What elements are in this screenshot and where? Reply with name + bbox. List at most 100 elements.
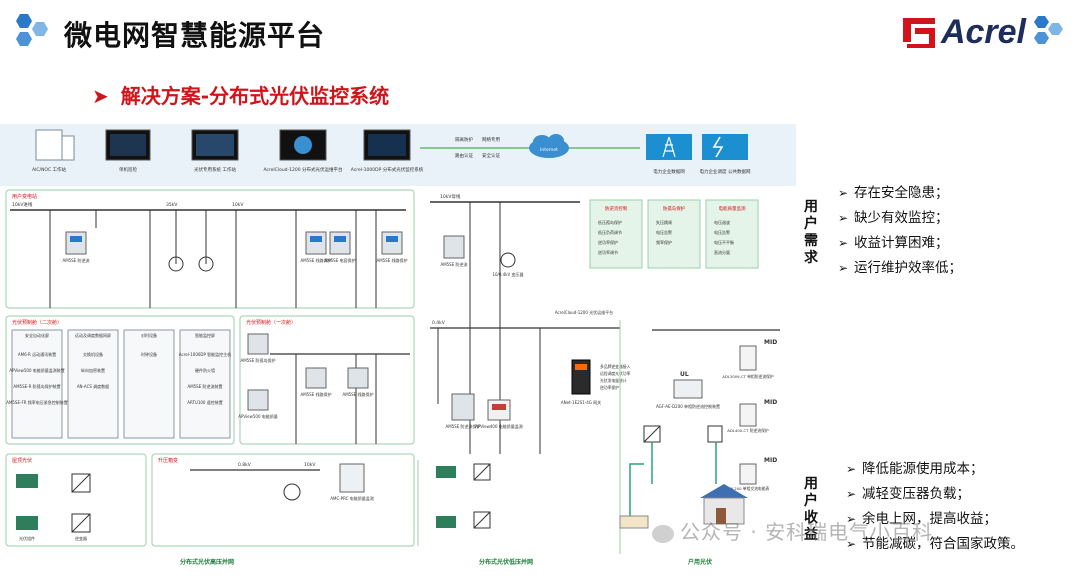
cabinet: 对时设备 时钟设备: [123, 329, 175, 439]
relay-device: AM5SE 线路保护: [300, 367, 332, 397]
relay-device: AM5SE 防逆流: [62, 231, 90, 263]
mid-meter: MID ADL3009-CT 单相防逆流保护: [722, 339, 777, 379]
switch-label: AGF-AE-D200 单相防逆流控制装置: [656, 403, 720, 409]
battery-icon: [619, 515, 649, 529]
cabinet-title: 远动及调度数据网屏: [75, 332, 111, 338]
house-icon: [700, 484, 748, 525]
function-item: 低压孤岛保护: [598, 219, 622, 225]
grid-lightning-icon: 电力企业调度 公共数据网: [700, 134, 751, 175]
meter-device: APView400 电能质量监测: [475, 399, 523, 429]
benefit-item: ➢余电上网，提高收益；: [846, 507, 1024, 532]
demand-char: 需: [804, 233, 818, 249]
solar-panel-icon: [436, 516, 456, 528]
cabinet-item: 纵向加密装置: [81, 367, 105, 373]
cabinet-title: 对时设备: [141, 332, 157, 338]
bullet-arrow-icon: ➢: [838, 211, 849, 225]
top-item-label: Acrel-1000DP 分布式光伏监控系统: [351, 166, 424, 173]
demand-item: ➢收益计算困难；: [838, 231, 962, 256]
relay-device: AM5SE 防逆流: [440, 235, 468, 267]
top-item-label: 光伏专用系统 工作站: [194, 166, 236, 173]
gateway-func: 光伏发电量统计: [600, 378, 627, 383]
pv-bay-secondary-label: 光伏预制舱（二次舱）: [12, 319, 62, 326]
function-item: 电压告警: [714, 229, 730, 235]
screen-pv: 光伏专用系统 工作站: [191, 129, 239, 173]
gateway-label: ANet-1E2S1-4G 网关: [561, 399, 601, 405]
transformer-label: 10/0.4kV 变压器: [492, 271, 523, 277]
screen-monitor: Acrel-1000DP 分布式光伏监控系统: [351, 129, 424, 173]
benefit-vertical-label: 用 户 收 益: [801, 476, 821, 544]
meter-icon: [707, 425, 723, 443]
mid-meter-label: ADL200 单相交流电能表: [727, 486, 770, 491]
function-item: 逆功率调节: [598, 249, 618, 255]
benefit-item: ➢降低能源使用成本；: [846, 457, 1024, 482]
solar-panel-icon: [16, 516, 38, 530]
string-label: 光伏组件: [19, 535, 35, 541]
cabinet-item: ARTU100 遥控装置: [187, 399, 223, 405]
relay-label: AM5SE 线路保护: [300, 257, 331, 263]
cabinet-title: 安全自动化屏: [25, 332, 49, 338]
function-box-title: 电能质量监测: [719, 205, 746, 212]
cabinet-item: AM5SE-R 防孤岛保护装置: [13, 383, 60, 389]
mid-meter-label: ADL400-CT 防逆流保护: [727, 428, 769, 433]
demand-item: ➢存在安全隐患；: [838, 181, 962, 206]
bullet-arrow-icon: ➢: [838, 186, 849, 200]
relay-device: AMC-PRC 电能质量监测: [330, 463, 374, 501]
brand-hex-icon: [1034, 16, 1063, 44]
home-caption: 户用光伏: [688, 558, 712, 566]
pv-bay-primary: [239, 315, 415, 445]
net-label: 网络专用: [482, 136, 500, 143]
right-top-label: 电力企业调度 公共数据网: [700, 168, 751, 175]
relay-label: AM5SE 防逆流: [62, 257, 89, 263]
bullet-arrow-icon: ➢: [846, 487, 857, 501]
gateway-func: 多品牌逆变器接入: [600, 364, 631, 369]
boost-label: 升压箱变: [158, 457, 178, 464]
relay-device: AM5SE 防孤岛保护: [240, 333, 276, 363]
screen-single: 单机巡检: [105, 129, 151, 173]
page-title: 微电网智慧能源平台: [64, 19, 326, 52]
hv-caption: 分布式光伏高压并网: [180, 558, 234, 566]
voltage-label: 10kV: [304, 462, 316, 468]
cabinet-item: AM5SE 防逆流装置: [187, 383, 222, 389]
gateway-func: 远程调度光伏功率: [600, 371, 631, 376]
function-box: 防逆流控制 低压孤岛保护 低压负荷调节 逆功率保护 逆功率调节: [589, 199, 643, 269]
demand-char: 用: [804, 199, 818, 215]
bullet-arrow-icon: ➢: [838, 261, 849, 275]
function-item: 失压跳闸: [656, 219, 672, 225]
acrel-mark-icon: [902, 18, 935, 48]
watermark-text: 公众号 · 安科瑞电气小百科: [680, 520, 934, 544]
benefit-item: ➢节能减碳，符合国家政策。: [846, 532, 1024, 557]
benefit-char: 收: [804, 510, 818, 526]
relay-label: AM5SE 防逆流: [440, 261, 467, 267]
diagram-canvas: AIC/NOC 工作站 单机巡检 光伏专用系统 工作站 AcrelCloud-1…: [0, 124, 796, 566]
top-item-label: AIC/NOC 工作站: [32, 166, 67, 173]
function-box: 防孤岛保护 失压跳闸 电压告警 频率保护: [647, 199, 701, 269]
net-label: 路由认证: [455, 152, 473, 159]
function-item: 直流分量: [714, 249, 730, 255]
function-item: 电压不平衡: [714, 239, 734, 245]
bullet-arrow-icon: ➢: [846, 512, 857, 526]
function-item: 电压告警: [656, 229, 672, 235]
bullet-arrow-icon: ➢: [846, 462, 857, 476]
voltage-label: 0.4kV: [432, 320, 446, 326]
cabinet-item: 硬件防火墙: [195, 367, 215, 373]
cloud-label: Internet: [540, 147, 558, 153]
inverter-label: 逆变器: [75, 535, 87, 541]
benefit-char: 益: [804, 527, 818, 543]
cabinet-title: 智能监控屏: [195, 332, 215, 338]
subtitle-text: 解决方案-分布式光伏监控系统: [120, 84, 390, 108]
function-item: 频率保护: [656, 239, 672, 245]
meter-label: APView400 电能质量监测: [475, 423, 523, 429]
hexagon-logo-icon: [16, 14, 48, 46]
cabinet-item: 时钟设备: [141, 351, 157, 357]
gateway-func: 逆功率保护: [600, 385, 619, 390]
relay-label: AMC-PRC 电能质量监测: [330, 495, 373, 501]
watermark: 公众号 · 安科瑞电气小百科: [652, 516, 933, 545]
pv-bay-primary-label: 光伏预制舱（一次舱）: [246, 319, 296, 326]
subtitle-arrow-icon: ➤: [92, 84, 109, 108]
pv-monitoring-diagram: AIC/NOC 工作站 单机巡检 光伏专用系统 工作站 AcrelCloud-1…: [0, 124, 796, 578]
benefit-char: 用: [804, 476, 818, 492]
relay-label: AM5SE 线路保护: [342, 391, 373, 397]
cabinet: 安全自动化屏 AM6-R 远动通讯装置 APView500 电能质量监测装置 A…: [6, 329, 68, 439]
demand-char: 求: [804, 250, 818, 266]
user-substation-label: 用户变电站: [12, 193, 37, 200]
